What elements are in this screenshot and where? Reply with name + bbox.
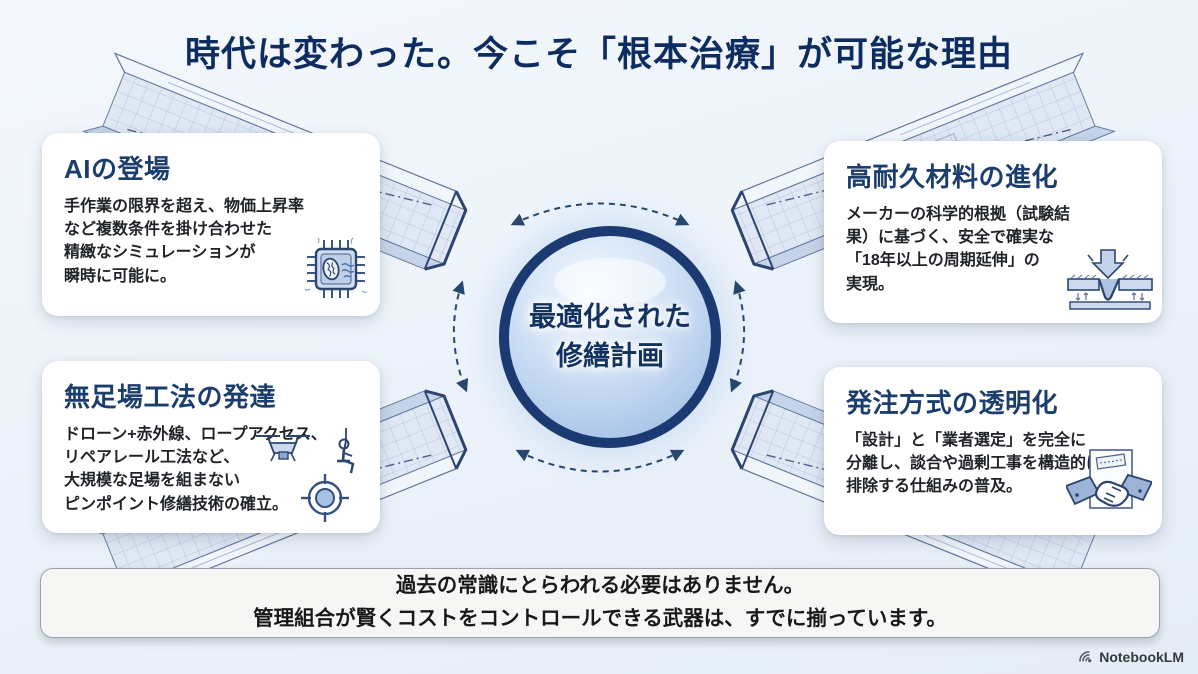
card-materials-title: 高耐久材料の進化: [846, 162, 1059, 192]
card-ordering: 発注方式の透明化 「設計」と「業者選定」を完全に 分離し、談合や過剰工事を構造的…: [824, 367, 1162, 535]
card-ordering-title: 発注方式の透明化: [846, 388, 1059, 418]
card-ai-title: AIの登場: [64, 154, 171, 184]
notebooklm-logo-icon: [1077, 648, 1094, 665]
watermark: NotebookLM: [1077, 648, 1184, 665]
sealant-joint-icon: [1066, 248, 1154, 315]
rope-access-worker-icon: [337, 428, 355, 474]
card-materials: 高耐久材料の進化 メーカーの科学的根拠（試験結 果）に基づく、安全で確実な 「1…: [824, 141, 1162, 323]
handshake-contract-icon: [1064, 448, 1154, 529]
core-sphere: [458, 185, 762, 489]
card-materials-body: メーカーの科学的根拠（試験結 果）に基づく、安全で確実な 「18年以上の周期延伸…: [846, 206, 1071, 293]
exchange-arrow-right: [729, 280, 746, 393]
footer-banner: 過去の常識にとらわれる必要はありません。 管理組合が賢くコストをコントロールでき…: [40, 568, 1160, 638]
card-scaffold: 無足場工法の発達 ドローン+赤外線、ロープアクセス、 リペアレール工法など、 大…: [42, 361, 380, 533]
card-scaffold-body: ドローン+赤外線、ロープアクセス、 リペアレール工法など、 大規模な足場を組まな…: [64, 426, 327, 513]
exchange-arrow-left: [452, 280, 469, 393]
card-ai: AIの登場 手作業の限界を超え、物価上昇率 など複数条件を掛け合わせた 精緻なシ…: [42, 133, 380, 316]
page-title: 時代は変わった。今こそ「根本治療」が可能な理由: [184, 35, 1013, 74]
target-crosshair-icon: [301, 474, 349, 522]
watermark-label: NotebookLM: [1099, 648, 1184, 665]
center-sphere-label: 最適化された 修繕計画: [529, 301, 691, 371]
exchange-arrow-top: [510, 202, 690, 226]
card-ai-body: 手作業の限界を超え、物価上昇率 など複数条件を掛け合わせた 精緻なシミュレーショ…: [64, 198, 305, 285]
drone-icon: [256, 435, 310, 462]
card-scaffold-title: 無足場工法の発達: [64, 382, 277, 412]
drone-rope-target-icon: [254, 428, 376, 529]
card-ordering-body: 「設計」と「業者選定」を完全に 分離し、談合や過剰工事を構造的に 排除する仕組み…: [846, 432, 1103, 496]
ai-chip-icon: [304, 237, 368, 306]
